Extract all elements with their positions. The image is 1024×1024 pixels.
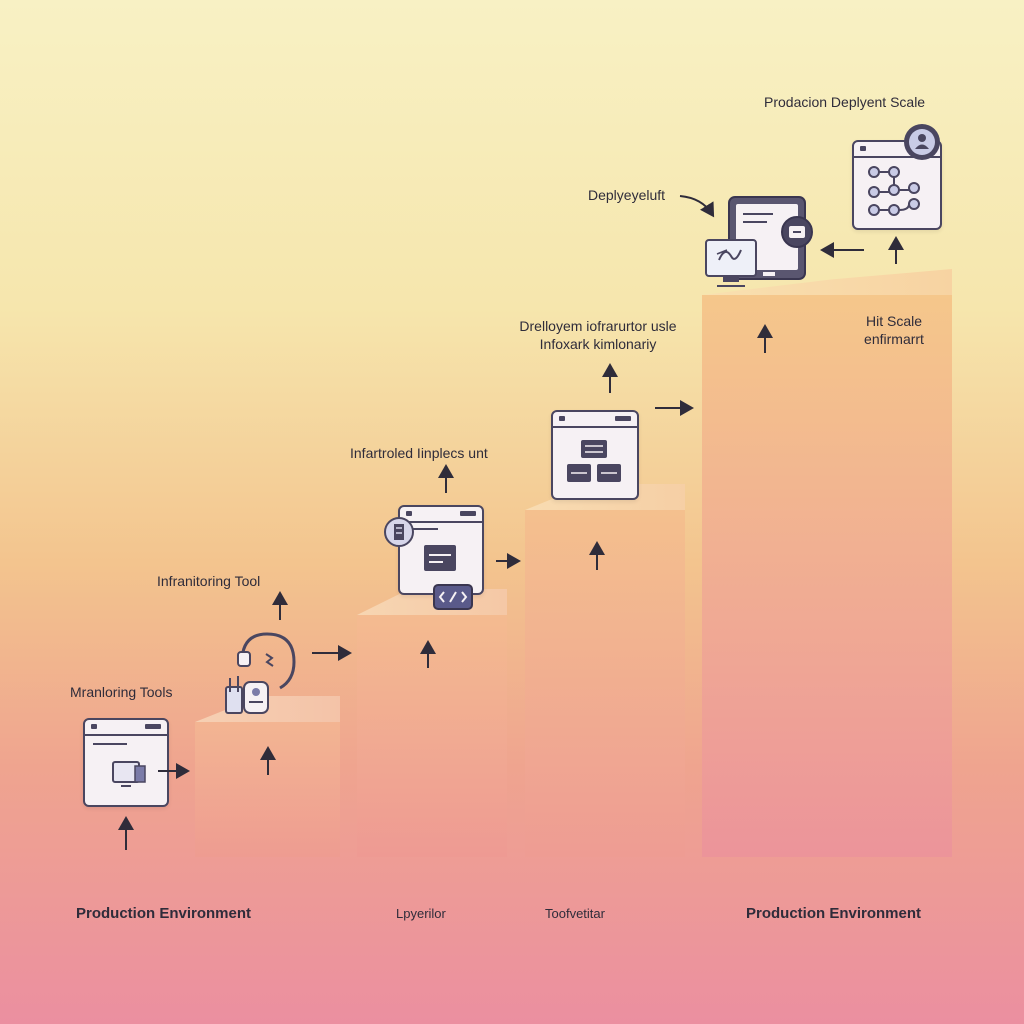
step-2 (357, 589, 507, 857)
monitor-window-icon (83, 718, 169, 807)
label-deploy-infra-line2: Infoxark kimlonariy (539, 336, 657, 352)
bottom-label-left: Production Environment (76, 905, 252, 922)
headset-tools-icon (225, 632, 296, 714)
label-production-deployment-scale: Prodacion Deplyent Scale (764, 94, 926, 110)
code-badge-icon (433, 584, 473, 610)
user-badge-icon (904, 124, 940, 160)
laptop-settings-icon (705, 196, 813, 287)
bottom-label-mid1: Lpyerilor (396, 906, 446, 921)
database-window-icon (551, 410, 639, 500)
settings-badge-icon (384, 517, 414, 547)
label-infrastructure-tool: Infranitoring Tool (157, 573, 261, 589)
label-high-scale: Hit Scale enfirmarrt (846, 313, 942, 347)
bottom-label-right: Production Environment (746, 905, 922, 922)
step-4 (702, 269, 952, 857)
label-deployment: Deplyeyeluft (588, 187, 666, 203)
label-infra-implement: Infartroled Iinplecs unt (350, 445, 488, 461)
step-3 (525, 484, 685, 857)
label-deploy-infra: Drelloyem iofrarurtor usle Infoxark kiml… (498, 318, 698, 352)
label-deploy-infra-line1: Drelloyem iofrarurtor usle (519, 318, 677, 334)
bottom-label-mid2: Toofvetitar (545, 906, 605, 921)
label-high-scale-line2: enfirmarrt (864, 331, 924, 347)
server-window-icon (398, 505, 484, 595)
label-high-scale-line1: Hit Scale (865, 313, 923, 329)
label-monitoring-tools: Mranloring Tools (70, 684, 173, 700)
step-1 (195, 696, 340, 857)
